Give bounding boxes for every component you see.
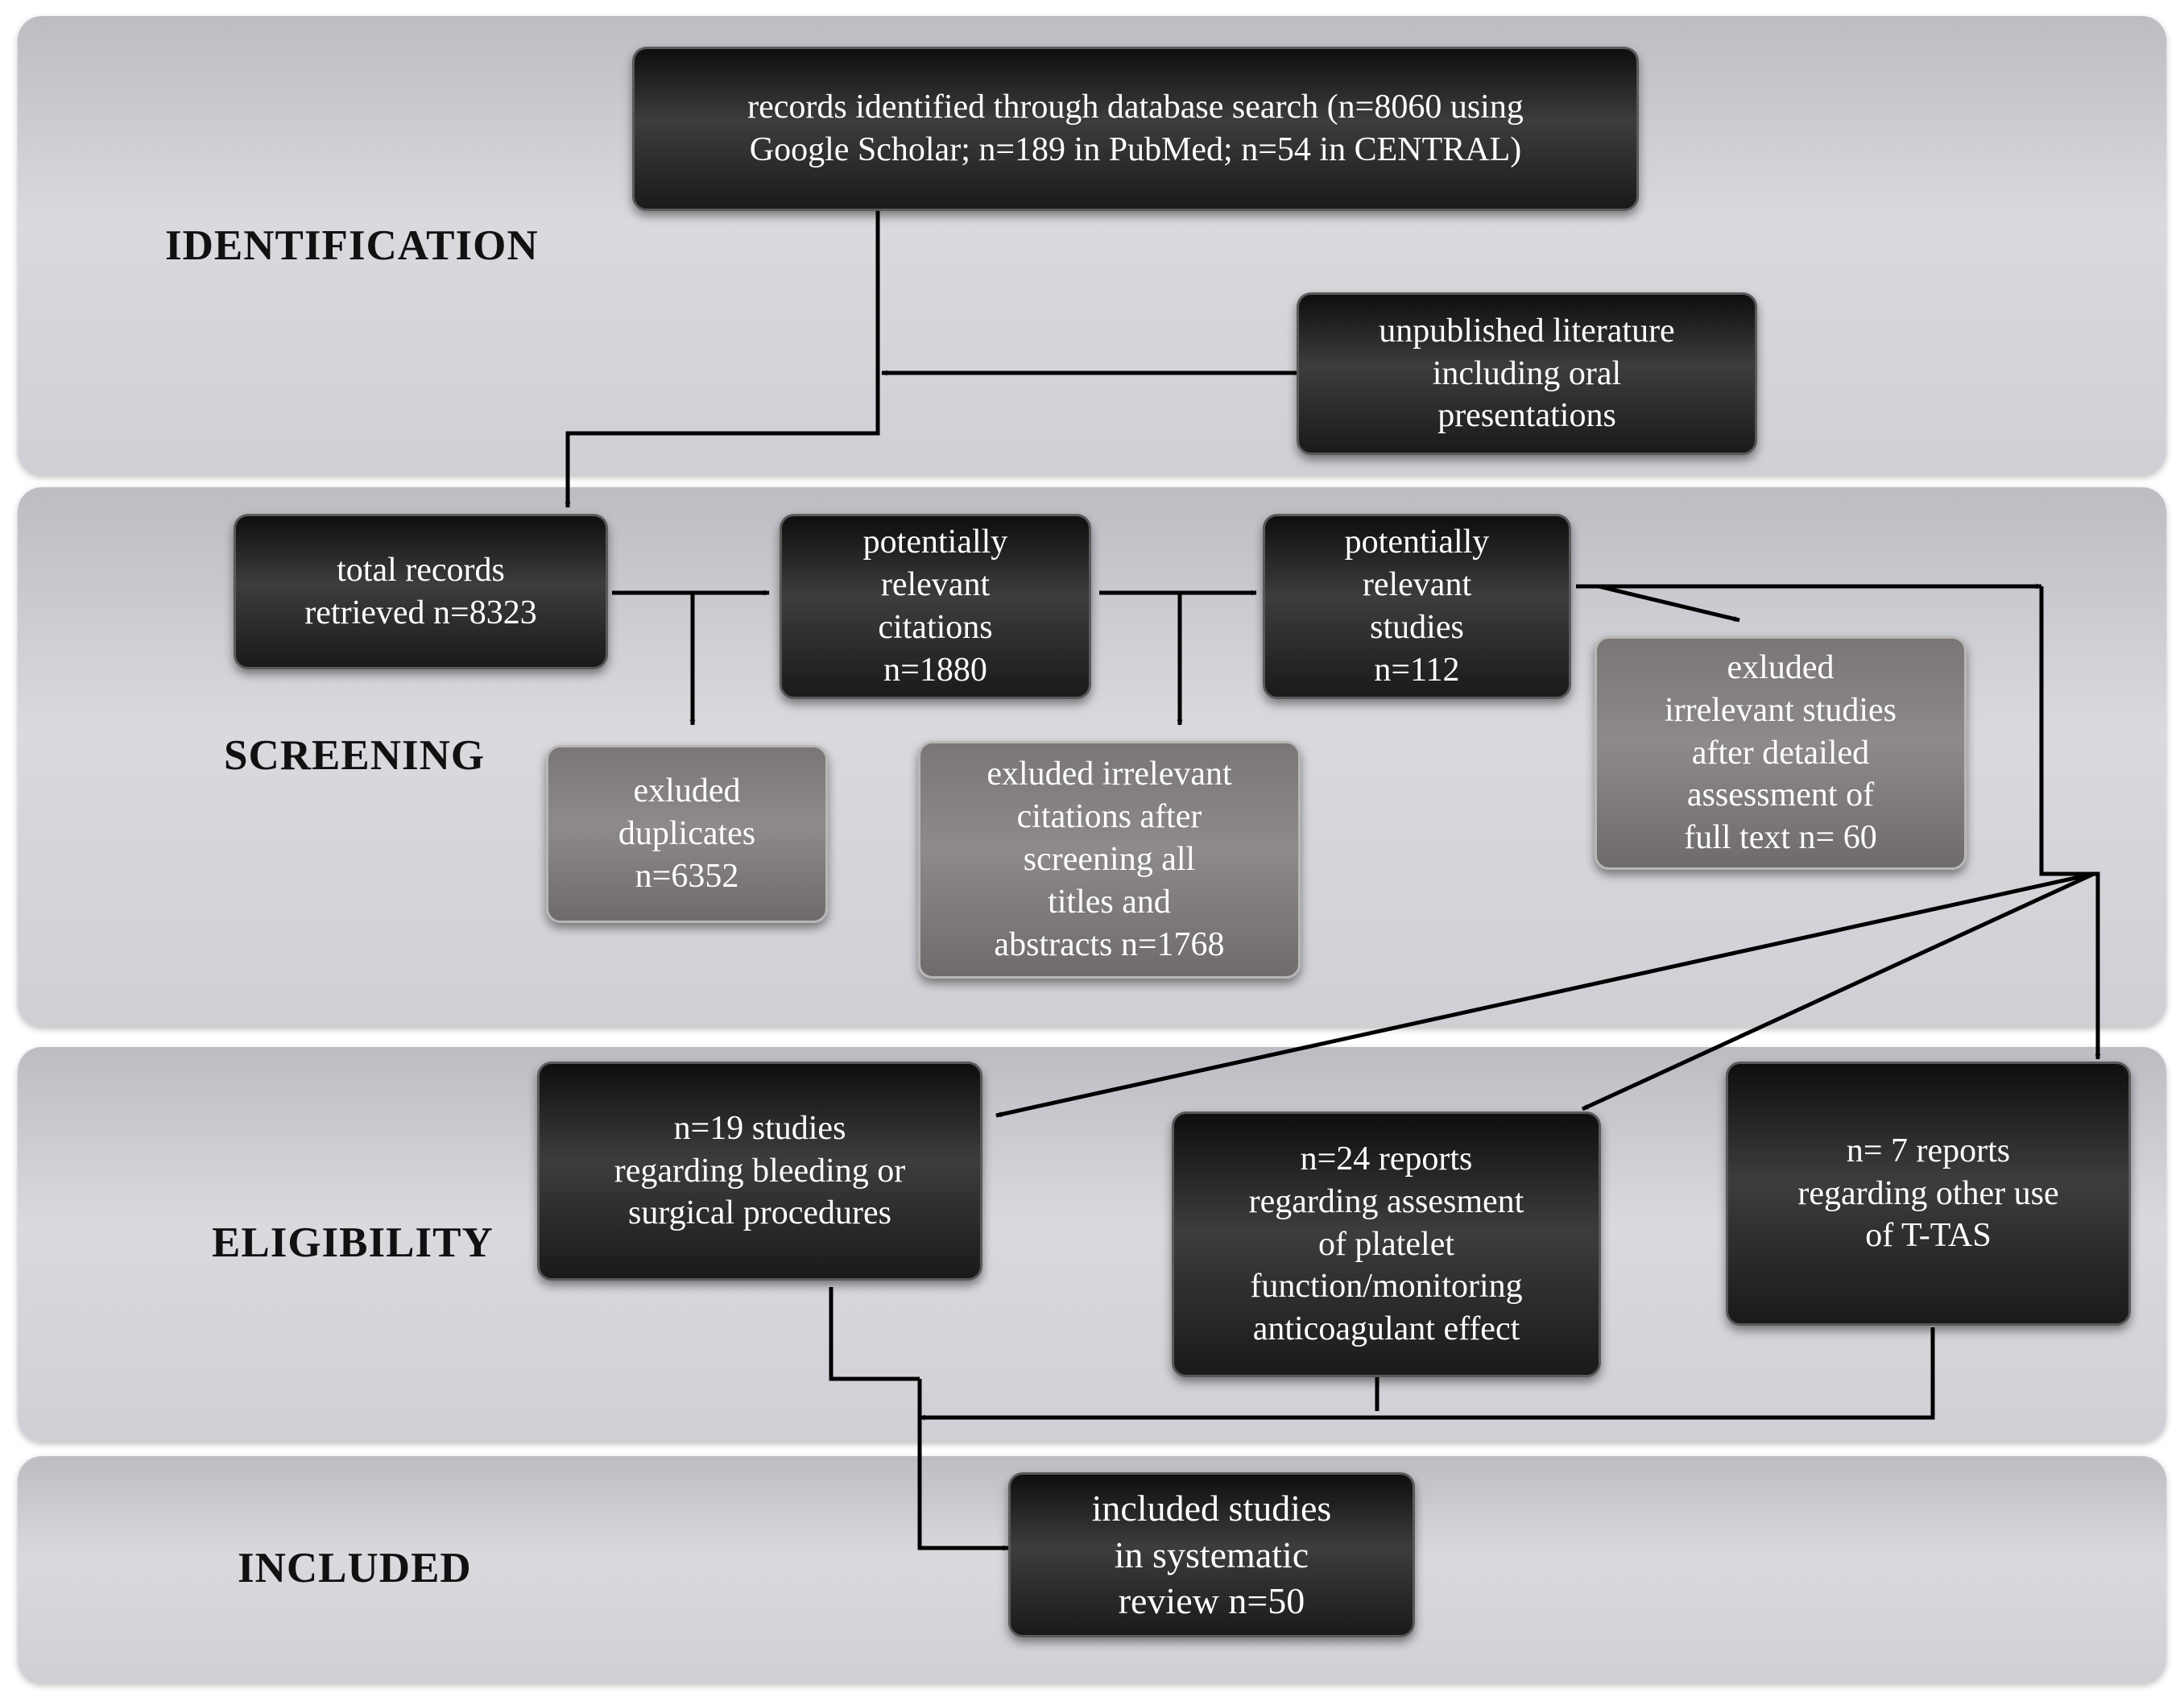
included-studies-text: included studies in systematic review n=… xyxy=(1091,1487,1332,1622)
relevant-studies-text: potentially relevant studies n=112 xyxy=(1344,524,1490,689)
total-records-text: total records retrieved n=8323 xyxy=(304,551,537,631)
platelet-reports-text: n=24 reports regarding assesment of plat… xyxy=(1248,1140,1524,1348)
excluded-citations-text: exluded irrelevant citations after scree… xyxy=(987,755,1232,963)
stage-label-identification: IDENTIFICATION xyxy=(165,222,539,269)
platelet-reports-box: n=24 reports regarding assesment of plat… xyxy=(1172,1111,1601,1377)
arrow-to-platelet xyxy=(1581,871,2095,1111)
database-search-box: records identified through database sear… xyxy=(632,47,1639,211)
stage-label-screening: SCREENING xyxy=(224,732,486,779)
unpublished-literature-box: unpublished literature including oral pr… xyxy=(1297,292,1757,455)
excluded-studies-text: exluded irrelevant studies after detaile… xyxy=(1664,648,1897,857)
arrow-to-bleeding xyxy=(995,871,2095,1118)
arrow-to-included xyxy=(917,1379,1009,1551)
relevant-citations-text: potentially relevant citations n=1880 xyxy=(862,524,1008,689)
excluded-duplicates-text: exluded duplicates n=6352 xyxy=(618,772,756,895)
excluded-citations-box: exluded irrelevant citations after scree… xyxy=(918,741,1301,979)
total-records-box: total records retrieved n=8323 xyxy=(234,514,608,669)
stage-label-eligibility: ELIGIBILITY xyxy=(212,1219,494,1266)
relevant-citations-box: potentially relevant citations n=1880 xyxy=(780,514,1091,699)
bleeding-studies-text: n=19 studies regarding bleeding or surgi… xyxy=(614,1109,906,1232)
arrow-to-excluded-studies xyxy=(1598,584,1740,623)
relevant-studies-box: potentially relevant studies n=112 xyxy=(1263,514,1571,699)
other-use-reports-text: n= 7 reports regarding other use of T-TA… xyxy=(1797,1132,2059,1255)
included-studies-box: included studies in systematic review n=… xyxy=(1008,1472,1415,1637)
unpublished-literature-text: unpublished literature including oral pr… xyxy=(1379,312,1675,435)
database-search-text: records identified through database sear… xyxy=(747,89,1524,168)
bleeding-studies-box: n=19 studies regarding bleeding or surgi… xyxy=(537,1062,982,1281)
stage-label-included: INCLUDED xyxy=(238,1545,472,1591)
arrow-search-to-total xyxy=(565,211,880,508)
other-use-reports-box: n= 7 reports regarding other use of T-TA… xyxy=(1726,1062,2131,1326)
arrow-other-to-merge xyxy=(919,1327,1935,1421)
arrow-to-other-use xyxy=(2039,586,2101,1060)
excluded-studies-box: exluded irrelevant studies after detaile… xyxy=(1595,636,1967,870)
arrow-bleeding-down xyxy=(829,1287,920,1381)
excluded-duplicates-box: exluded duplicates n=6352 xyxy=(546,745,828,923)
